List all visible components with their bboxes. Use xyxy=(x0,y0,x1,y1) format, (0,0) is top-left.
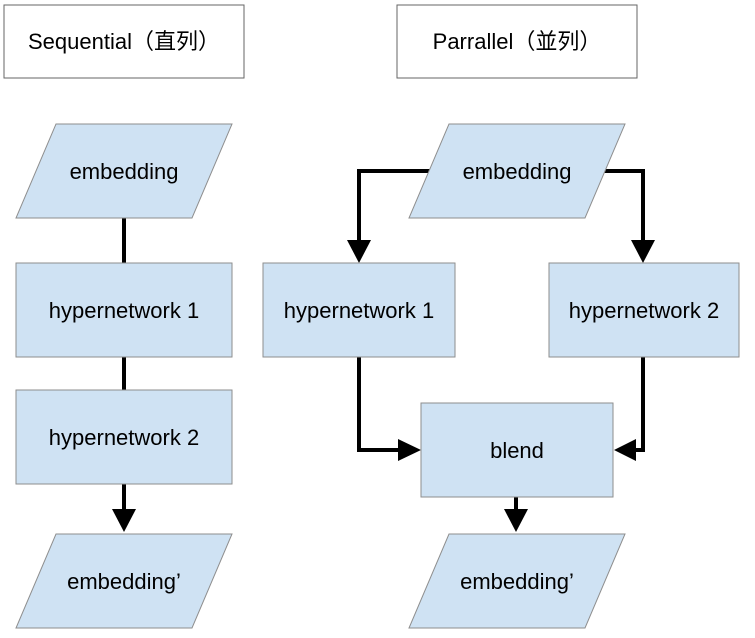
arrowhead-seq-output xyxy=(112,509,136,532)
arrowhead-par-branch2 xyxy=(631,240,655,263)
seq-step1-label: hypernetwork 1 xyxy=(49,298,199,323)
parallel-title: Parrallel（並列） xyxy=(433,29,602,54)
seq-input-node: embedding xyxy=(15,123,233,219)
connector-par-input-to-branch1 xyxy=(357,169,430,240)
seq-output-label: embedding’ xyxy=(67,569,181,594)
arrowhead-par-merge-left xyxy=(398,439,421,461)
par-output-node: embedding’ xyxy=(408,533,626,629)
par-merge-label: blend xyxy=(490,438,544,463)
sequential-title: Sequential（直列） xyxy=(28,29,220,54)
connector-par-branch1-to-merge xyxy=(357,357,398,452)
connector-par-input-to-branch2 xyxy=(603,169,645,240)
arrowhead-par-merge-right xyxy=(614,439,636,461)
par-merge-node: blend xyxy=(420,402,614,498)
par-output-label: embedding’ xyxy=(460,569,574,594)
seq-step1-node: hypernetwork 1 xyxy=(15,262,233,358)
par-branch1-node: hypernetwork 1 xyxy=(262,262,456,358)
arrowhead-par-output xyxy=(504,509,528,532)
sequential-title-box: Sequential（直列） xyxy=(3,4,245,79)
seq-step2-node: hypernetwork 2 xyxy=(15,389,233,485)
par-branch2-label: hypernetwork 2 xyxy=(569,298,719,323)
seq-input-label: embedding xyxy=(70,159,179,184)
par-input-node: embedding xyxy=(408,123,626,219)
par-branch2-node: hypernetwork 2 xyxy=(548,262,740,358)
par-branch1-label: hypernetwork 1 xyxy=(284,298,434,323)
parallel-title-box: Parrallel（並列） xyxy=(396,4,638,79)
connector-par-branch2-to-merge xyxy=(636,357,645,452)
arrowhead-par-branch1 xyxy=(347,240,371,263)
seq-output-node: embedding’ xyxy=(15,533,233,629)
par-input-label: embedding xyxy=(463,159,572,184)
seq-step2-label: hypernetwork 2 xyxy=(49,425,199,450)
parallel-connectors xyxy=(357,169,645,509)
